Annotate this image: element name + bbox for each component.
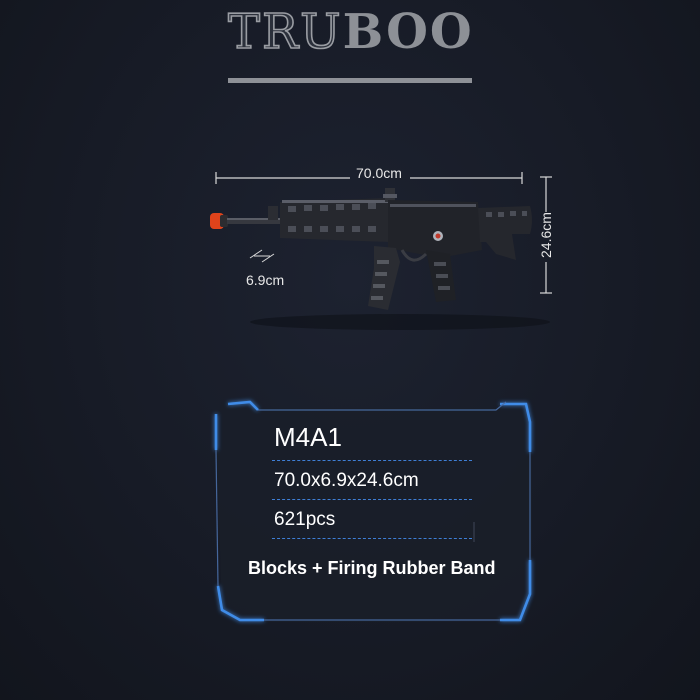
toy-rifle-icon bbox=[210, 188, 550, 330]
brand-logo: TRUBOO bbox=[227, 2, 474, 62]
height-dimension-line bbox=[540, 176, 552, 294]
thickness-dimension-marker bbox=[249, 249, 275, 263]
tech-frame-icon bbox=[214, 400, 532, 622]
width-label: 70.0cm bbox=[356, 165, 402, 181]
piece-count: 621pcs bbox=[274, 509, 336, 530]
product-illustration bbox=[210, 172, 552, 330]
brand-logo-bold: BOO bbox=[342, 4, 474, 60]
height-label: 24.6cm bbox=[538, 212, 554, 258]
width-dimension-line bbox=[215, 172, 523, 184]
feature-text: Blocks + Firing Rubber Band bbox=[248, 558, 496, 578]
divider bbox=[272, 460, 472, 461]
thickness-label: 6.9cm bbox=[246, 272, 285, 288]
model-name: M4A1 bbox=[274, 422, 342, 452]
product-size: 70.0x6.9x24.6cm bbox=[274, 470, 419, 491]
brand-logo-light: TRU bbox=[227, 3, 343, 61]
brand-underline bbox=[228, 78, 472, 83]
divider bbox=[272, 538, 472, 539]
divider bbox=[272, 499, 472, 500]
